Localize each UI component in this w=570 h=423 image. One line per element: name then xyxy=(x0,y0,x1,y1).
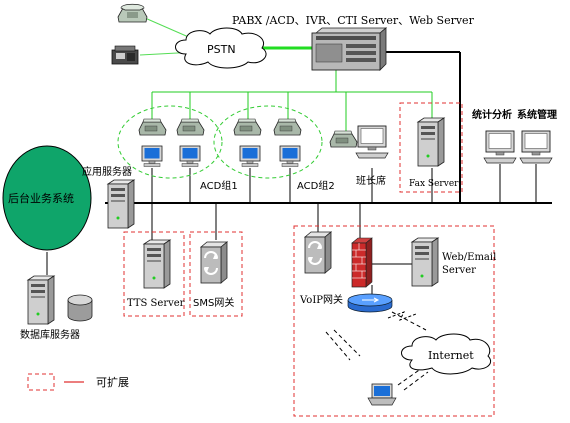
acd-group2-agents xyxy=(233,118,302,167)
acd1-label: ACD组1 xyxy=(200,179,238,192)
server-tower-icon xyxy=(143,239,171,289)
server-tower-icon xyxy=(107,179,135,229)
legend-swatch xyxy=(27,373,55,391)
cloud-icon xyxy=(401,333,492,375)
pbx-title: PABX /ACD、IVR、CTI Server、Web Server xyxy=(232,14,475,27)
legend: 可扩展 xyxy=(27,373,129,391)
app-server-label: 应用服务器 xyxy=(82,165,132,178)
sysmgmt-label: 系统管理 xyxy=(517,108,557,121)
workstation-icon xyxy=(483,130,517,164)
web-email-label-2: Server xyxy=(442,265,476,276)
acd-group1-boundary xyxy=(117,105,223,179)
server-tower-icon xyxy=(411,237,439,287)
voip-label: VoIP网关 xyxy=(299,293,343,306)
ip-phone-icon xyxy=(233,118,262,136)
server-tower-icon xyxy=(417,117,445,167)
backend-label: 后台业务系统 xyxy=(8,191,74,205)
workstation-icon xyxy=(519,130,553,164)
tts-expandable-box xyxy=(123,231,185,317)
internet-cloud: Internet xyxy=(401,333,492,375)
voip-expandable-box xyxy=(293,225,495,417)
fax-phone-icon xyxy=(111,45,139,65)
supervisor-label: 班长席 xyxy=(356,174,386,187)
firewall-icon xyxy=(351,237,373,288)
ip-phone-icon xyxy=(329,130,358,148)
laptop-icon xyxy=(367,383,397,406)
pbx-rack-icon xyxy=(311,27,388,71)
db-server-label: 数据库服务器 xyxy=(20,328,80,341)
workstation-icon xyxy=(355,125,389,159)
acd-group2-boundary xyxy=(213,105,323,179)
tts-label: TTS Server xyxy=(127,298,185,309)
fax-expandable-box xyxy=(399,102,463,193)
cloud-icon xyxy=(175,27,267,69)
fax-label: Fax Server xyxy=(409,179,459,189)
ip-phone-icon xyxy=(138,118,167,136)
router-icon xyxy=(347,293,393,313)
network-connections xyxy=(46,17,552,391)
acd2-label: ACD组2 xyxy=(297,179,335,192)
ip-phone-icon xyxy=(176,118,205,136)
web-email-label-1: Web/Email xyxy=(442,252,496,263)
sms-label: SMS网关 xyxy=(193,296,234,309)
ip-phone-icon xyxy=(273,118,302,136)
pstn-label: PSTN xyxy=(207,43,236,56)
workstation-icon xyxy=(141,145,163,167)
backend-system-ellipse xyxy=(2,145,92,251)
pstn-cloud: PSTN xyxy=(175,27,267,69)
phone-icon xyxy=(117,3,148,23)
internet-label: Internet xyxy=(428,349,474,362)
database-icon xyxy=(67,294,93,322)
server-tower-icon xyxy=(27,275,55,325)
legend-label: 可扩展 xyxy=(96,375,129,389)
workstation-icon xyxy=(179,145,201,167)
workstation-icon xyxy=(239,145,261,167)
sms-gateway-icon xyxy=(200,241,228,284)
voip-gateway-icon xyxy=(304,231,332,274)
expandable-regions xyxy=(123,102,495,417)
acd-group1-agents xyxy=(138,118,205,167)
stats-label: 统计分析 xyxy=(472,108,512,121)
sms-expandable-box xyxy=(189,231,243,317)
workstation-icon xyxy=(279,145,301,167)
